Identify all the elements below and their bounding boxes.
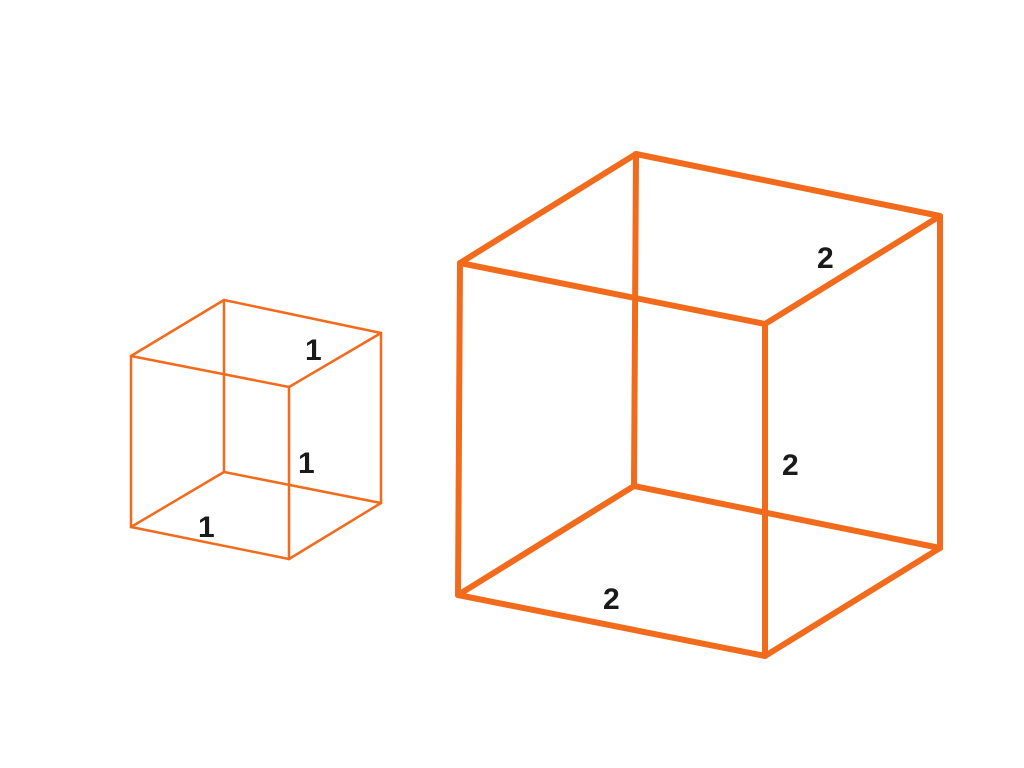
large-cube-back-bottom-edge bbox=[631, 483, 943, 551]
large-cube: 2 2 2 bbox=[455, 151, 943, 659]
large-cube-depth-label: 2 bbox=[817, 242, 834, 275]
small-cube-back-top-edge bbox=[222, 298, 383, 335]
small-cube-top-right-connector bbox=[287, 331, 383, 389]
small-cube-bottom-right-connector bbox=[287, 501, 383, 561]
small-cube-front-top-edge bbox=[129, 354, 291, 389]
large-cube-top-right-connector bbox=[762, 213, 943, 327]
large-cube-bottom-right-connector bbox=[762, 545, 943, 659]
large-cube-width-label: 2 bbox=[603, 583, 620, 616]
small-cube-bottom-left-connector bbox=[129, 470, 226, 529]
small-cube-depth-label: 1 bbox=[305, 334, 322, 367]
small-cube-top-left-connector bbox=[129, 298, 226, 358]
large-cube-top-left-connector bbox=[457, 151, 639, 266]
small-cube-height-label: 1 bbox=[298, 447, 315, 480]
small-cube-back-bottom-edge bbox=[222, 470, 383, 505]
small-cube-width-label: 1 bbox=[198, 511, 215, 544]
small-cube: 1 1 1 bbox=[129, 298, 383, 561]
large-cube-back-top-edge bbox=[633, 151, 943, 219]
small-cube-front-bottom-edge bbox=[129, 525, 291, 561]
large-cube-back-left-edge bbox=[631, 151, 639, 489]
large-cube-front-left-edge bbox=[455, 260, 463, 598]
large-cube-bottom-left-connector bbox=[455, 483, 637, 598]
large-cube-front-top-edge bbox=[457, 260, 768, 327]
large-cube-front-bottom-edge bbox=[455, 592, 768, 659]
large-cube-height-label: 2 bbox=[782, 449, 799, 482]
